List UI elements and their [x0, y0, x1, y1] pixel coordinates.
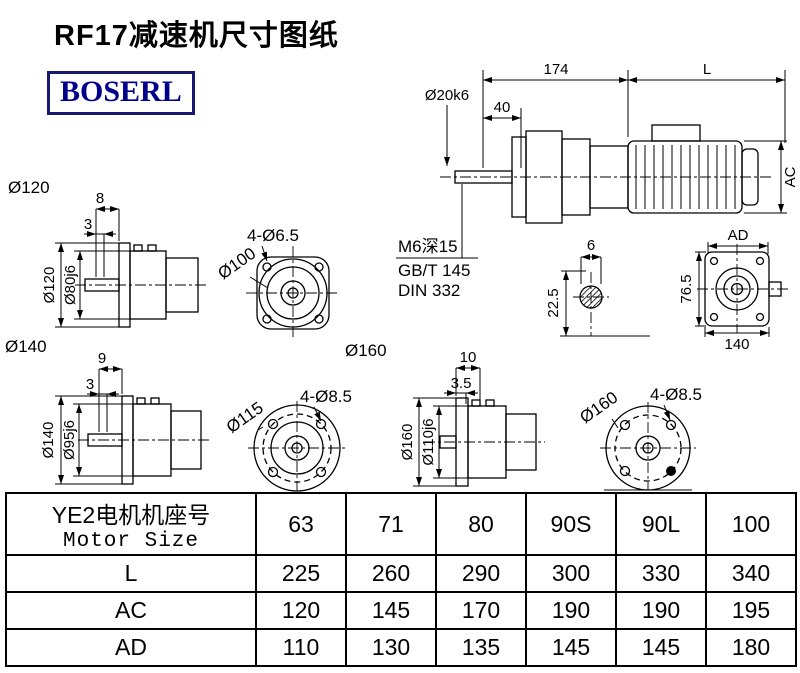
motor-size-col-2: 80	[435, 492, 527, 556]
motor-size-col-5: 100	[705, 492, 797, 556]
view120-dim-a-label: 8	[96, 190, 104, 207]
view120-label: Ø120	[8, 178, 50, 197]
row-AD-value-0: 110	[255, 628, 347, 667]
row-L-value-2: 290	[435, 554, 527, 593]
tap-note-label: M6深15	[398, 237, 458, 256]
dim-174-label: 174	[543, 61, 568, 78]
row-AC-value-0: 120	[255, 591, 347, 630]
row-AD-value-4: 145	[615, 628, 707, 667]
view140-label: Ø140	[5, 337, 47, 356]
rear-height-label: 76.5	[678, 274, 695, 303]
view120-holes-label: 4-Ø6.5	[247, 226, 299, 245]
row-AD-value-1: 130	[345, 628, 437, 667]
motor-fins	[635, 145, 736, 209]
motor-size-col-3: 90S	[525, 492, 617, 556]
dim-L-label: L	[703, 61, 711, 78]
std-gbt-label: GB/T 145	[398, 261, 470, 280]
row-AC-value-2: 170	[435, 591, 527, 630]
motor-size-col-0: 63	[255, 492, 347, 556]
motor-size-header-en: Motor Size	[62, 529, 200, 553]
page-title: RF17减速机尺寸图纸	[54, 20, 339, 52]
row-AD-label: AD	[5, 628, 257, 667]
row-AC-value-5: 195	[705, 591, 797, 630]
view140-holes-label: 4-Ø8.5	[300, 387, 352, 406]
std-din-label: DIN 332	[398, 281, 460, 300]
row-AC-label: AC	[5, 591, 257, 630]
flange140-side-view: Ø140 9 3 Ø140 Ø95j6	[5, 337, 210, 485]
motor-size-header-cn: YE2电机机座号	[51, 501, 211, 528]
view160-spigot-dia-label: Ø110j6	[420, 418, 437, 465]
view140-dim-a-label: 9	[98, 350, 106, 367]
rear-view: AD 76.5 140	[678, 227, 789, 353]
shaft-key-section: 6 22.5	[545, 237, 650, 337]
view140-flange-dia-label: Ø140	[40, 422, 57, 459]
table-header-row: YE2电机机座号 Motor Size 63 71 80 90S 90L 100	[5, 492, 797, 556]
row-AD-value-5: 180	[705, 628, 797, 667]
motor-size-col-1: 71	[345, 492, 437, 556]
table-row-AD: AD 110 130 135 145 145 180	[5, 628, 797, 667]
motor-dimension-table: YE2电机机座号 Motor Size 63 71 80 90S 90L 100…	[5, 492, 797, 667]
view140-dim-b-label: 3	[86, 376, 94, 393]
row-L-value-4: 330	[615, 554, 707, 593]
view160-dim-a-label: 10	[460, 349, 477, 366]
flange120-front-view: 4-Ø6.5 Ø100	[214, 226, 340, 340]
dim-AC-label: AC	[782, 166, 799, 187]
view120-flange-dia-label: Ø120	[41, 267, 58, 304]
flange160-side-view: Ø160 10 3.5 Ø160 Ø110j6	[345, 341, 545, 487]
row-L-value-3: 300	[525, 554, 617, 593]
row-AC-value-4: 190	[615, 591, 707, 630]
flange160-front-view: Ø160 4-Ø8.5	[576, 385, 702, 491]
terminal-box	[651, 124, 701, 142]
flange120-side-view: Ø120 8 3 Ø120 Ø80j6	[8, 178, 208, 328]
row-L-value-1: 260	[345, 554, 437, 593]
view160-holes-label: 4-Ø8.5	[650, 385, 702, 404]
row-L-value-5: 340	[705, 554, 797, 593]
motor-size-header-cell: YE2电机机座号 Motor Size	[5, 492, 257, 556]
dim-AD-label: AD	[728, 227, 749, 244]
fan-cover	[741, 148, 759, 206]
view160-flange-dia-label: Ø160	[399, 424, 416, 461]
row-L-label: L	[5, 554, 257, 593]
view160-label: Ø160	[345, 341, 387, 360]
view120-dim-b-label: 3	[84, 216, 92, 233]
view160-dim-b-label: 3.5	[451, 375, 472, 392]
key-width-label: 6	[587, 237, 595, 254]
assembly-side-view: 174 L 40 Ø20k6 AC	[425, 61, 799, 224]
boserl-logo: BOSERL	[47, 71, 195, 115]
view120-pitch-dia-label: Ø100	[214, 244, 259, 283]
row-AC-value-3: 190	[525, 591, 617, 630]
row-AD-value-2: 135	[435, 628, 527, 667]
motor-size-col-4: 90L	[615, 492, 707, 556]
flange140-front-view: 4-Ø8.5 Ø115	[223, 387, 352, 492]
dim-40-label: 40	[494, 99, 511, 116]
row-AC-value-1: 145	[345, 591, 437, 630]
tapped-hole-note: M6深15 GB/T 145 DIN 332	[396, 184, 478, 300]
drawing-canvas: 174 L 40 Ø20k6 AC M6深15 GB/T 145 DIN 332…	[5, 61, 799, 492]
view120-spigot-dia-label: Ø80j6	[62, 265, 79, 305]
view140-pitch-dia-label: Ø115	[223, 398, 267, 437]
table-row-AC: AC 120 145 170 190 190 195	[5, 591, 797, 630]
shaft-dia-label: Ø20k6	[425, 87, 469, 104]
view140-spigot-dia-label: Ø95j6	[61, 420, 78, 460]
table-row-L: L 225 260 290 300 330 340	[5, 554, 797, 593]
rear-width-label: 140	[724, 336, 749, 353]
row-AD-value-3: 145	[525, 628, 617, 667]
row-L-value-0: 225	[255, 554, 347, 593]
view160-pitch-dia-label: Ø160	[576, 388, 621, 427]
key-height-label: 22.5	[545, 288, 562, 317]
